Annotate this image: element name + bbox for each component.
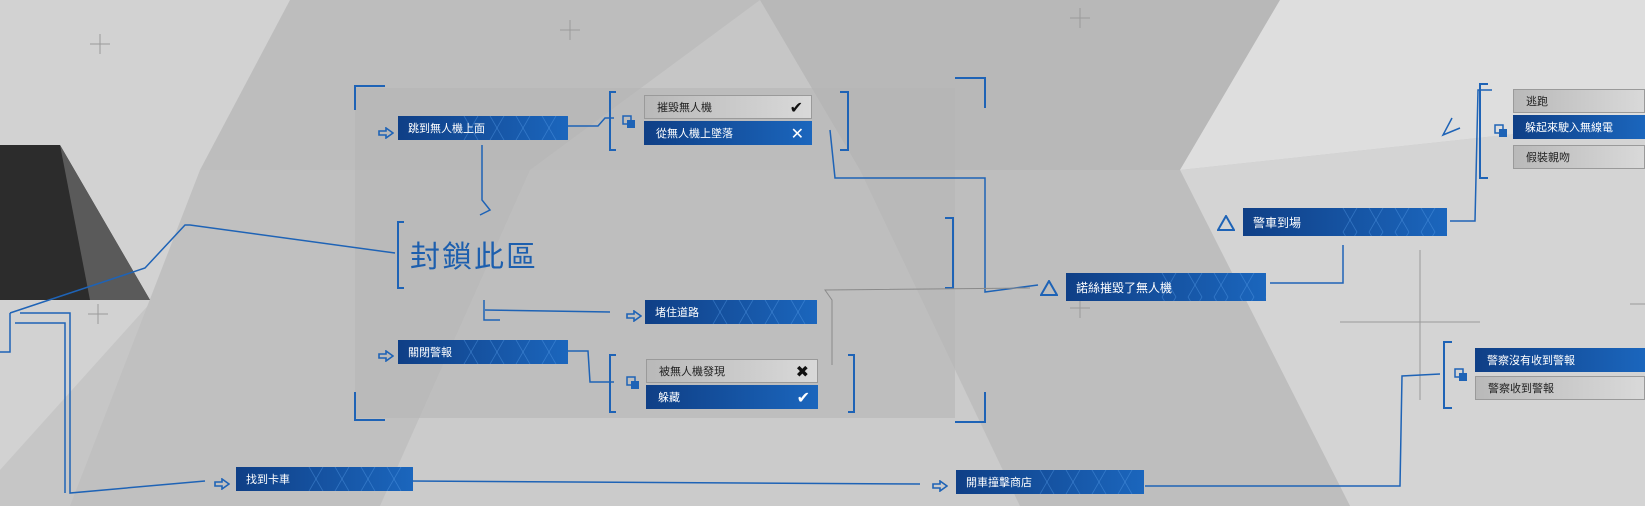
option-escape[interactable]: 逃跑: [1513, 89, 1645, 113]
option-hide-in-bus[interactable]: 躲起來駛入無線電: [1513, 115, 1645, 139]
node-jump-on-drone[interactable]: 跳到無人機上面: [398, 116, 568, 140]
node-label: 開車撞擊商店: [966, 476, 1032, 489]
cross-icon: ✕: [790, 123, 804, 143]
option-label: 躲起來駛入無線電: [1525, 121, 1613, 134]
option-police-got-alert[interactable]: 警察收到警報: [1475, 376, 1645, 400]
option-spotted-by-drone[interactable]: 被無人機發現 ✖: [646, 359, 818, 383]
node-label: 找到卡車: [246, 473, 290, 486]
arrow-right-icon: [214, 475, 231, 494]
triangle-icon: [1039, 278, 1059, 300]
cross-icon: ✖: [795, 361, 809, 381]
triangle-icon: [1216, 213, 1236, 235]
option-fake-kiss[interactable]: 假裝親吻: [1513, 145, 1645, 169]
option-label: 警察沒有收到警報: [1487, 354, 1575, 367]
option-label: 警察收到警報: [1488, 382, 1554, 395]
arrow-right-icon: [378, 124, 395, 143]
arrow-right-icon: [932, 477, 949, 496]
node-disable-alarm[interactable]: 關閉警報: [398, 340, 568, 364]
node-drive-into-store[interactable]: 開車撞擊商店: [956, 470, 1144, 494]
arrow-right-icon: [378, 347, 395, 366]
node-police-arrive[interactable]: 警車到場: [1243, 208, 1447, 236]
section-title: 封鎖此區: [410, 240, 538, 275]
node-find-truck[interactable]: 找到卡車: [236, 467, 413, 491]
choice-icon: [626, 375, 640, 394]
node-label: 堵住道路: [655, 306, 699, 319]
option-label: 假裝親吻: [1526, 151, 1570, 164]
checkmark-icon: ✔: [789, 97, 803, 117]
option-label: 從無人機上墜落: [656, 127, 733, 140]
choice-icon: [1494, 123, 1508, 142]
node-north-destroyed-drone[interactable]: 諾絲摧毀了無人機: [1066, 273, 1266, 301]
choice-icon: [1454, 367, 1468, 386]
arrow-right-icon: [626, 307, 643, 326]
node-label: 諾絲摧毀了無人機: [1076, 280, 1173, 295]
option-destroy-drone[interactable]: 摧毀無人機 ✔: [644, 95, 812, 119]
node-label: 關閉警報: [408, 346, 452, 359]
option-label: 躲藏: [658, 391, 680, 404]
option-fall-from-drone[interactable]: 從無人機上墜落 ✕: [644, 121, 812, 145]
checkmark-icon: ✔: [796, 387, 810, 407]
option-police-no-alert[interactable]: 警察沒有收到警報: [1475, 348, 1645, 372]
node-label: 警車到場: [1253, 215, 1302, 230]
option-label: 摧毀無人機: [657, 101, 712, 114]
node-block-road[interactable]: 堵住道路: [645, 300, 817, 324]
option-hide[interactable]: 躲藏 ✔: [646, 385, 818, 409]
node-label: 跳到無人機上面: [408, 122, 485, 135]
option-label: 逃跑: [1526, 95, 1548, 108]
choice-icon: [622, 114, 636, 133]
option-label: 被無人機發現: [659, 365, 725, 378]
